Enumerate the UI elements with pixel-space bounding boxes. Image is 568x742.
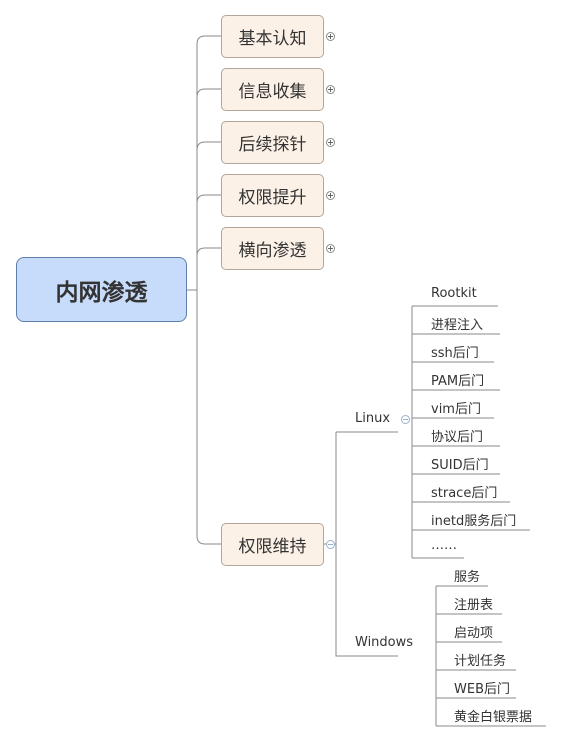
leaf-pam-backdoor[interactable]: PAM后门 <box>431 374 485 389</box>
branch-privilege-escalation[interactable]: 权限提升 <box>221 174 324 217</box>
leaf-ssh-backdoor[interactable]: ssh后门 <box>431 346 479 361</box>
expand-icon[interactable] <box>326 138 335 147</box>
leaf-scheduled-task[interactable]: 计划任务 <box>454 654 507 669</box>
leaf-process-injection[interactable]: 进程注入 <box>431 318 484 333</box>
leaf-suid-backdoor[interactable]: SUID后门 <box>431 458 489 473</box>
branch-basic-knowledge[interactable]: 基本认知 <box>221 15 324 58</box>
branch-connector-4 <box>196 194 221 204</box>
leaf-golden-silver-ticket[interactable]: 黄金白银票据 <box>454 710 533 725</box>
leaf-service[interactable]: 服务 <box>454 570 481 585</box>
expand-icon[interactable] <box>326 244 335 253</box>
branch-follow-up-probe[interactable]: 后续探针 <box>221 121 324 164</box>
leaf-protocol-backdoor[interactable]: 协议后门 <box>431 430 484 445</box>
leaf-startup-item[interactable]: 启动项 <box>454 626 494 641</box>
root-topic[interactable]: 内网渗透 <box>16 257 187 322</box>
sub-trunk <box>335 432 398 657</box>
branch-connector-1 <box>196 35 221 45</box>
subtopic-windows[interactable]: Windows <box>355 635 414 650</box>
branch-connector-2 <box>196 88 221 98</box>
subtopic-linux[interactable]: Linux <box>355 411 391 426</box>
expand-icon[interactable] <box>326 191 335 200</box>
branch-info-gathering[interactable]: 信息收集 <box>221 68 324 111</box>
branch-persistence[interactable]: 权限维持 <box>221 523 324 566</box>
leaf-strace-backdoor[interactable]: strace后门 <box>431 486 498 501</box>
trunk-line <box>196 44 221 545</box>
expand-icon[interactable] <box>326 32 335 41</box>
branch-connector-5 <box>196 247 221 257</box>
leaf-ellipsis[interactable]: …… <box>431 538 457 553</box>
collapse-icon[interactable] <box>401 415 410 424</box>
leaf-rootkit[interactable]: Rootkit <box>431 286 477 301</box>
collapse-icon[interactable] <box>326 540 335 549</box>
leaf-inetd-backdoor[interactable]: inetd服务后门 <box>431 514 517 529</box>
leaf-web-backdoor[interactable]: WEB后门 <box>454 682 510 697</box>
branch-lateral-movement[interactable]: 横向渗透 <box>221 227 324 270</box>
branch-connector-3 <box>196 141 221 151</box>
expand-icon[interactable] <box>326 85 335 94</box>
leaf-vim-backdoor[interactable]: vim后门 <box>431 402 481 417</box>
leaf-registry[interactable]: 注册表 <box>454 598 494 613</box>
